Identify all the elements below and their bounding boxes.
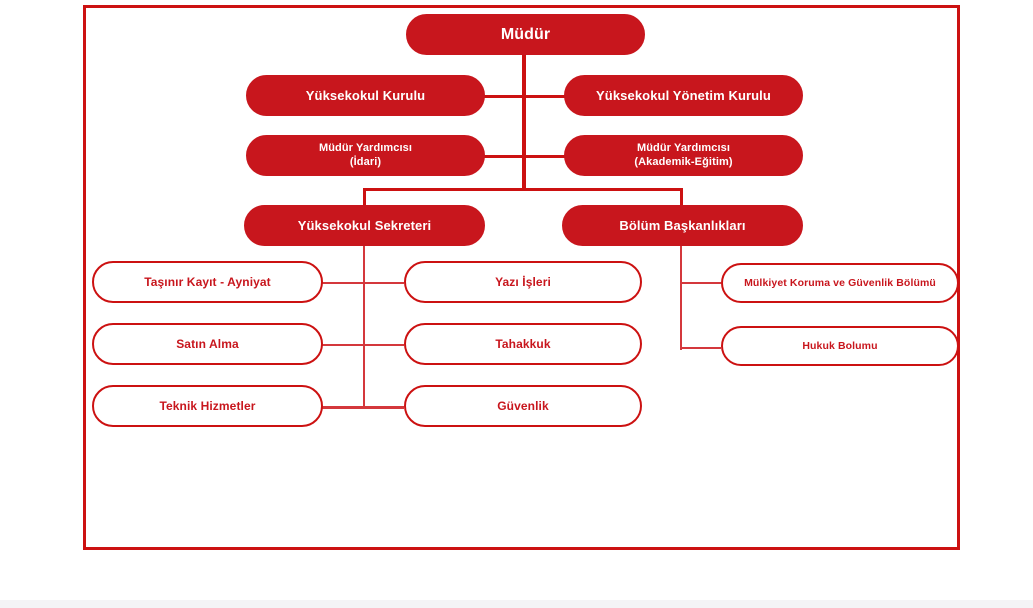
node-teknik-hizmetler-label: Teknik Hizmetler <box>159 398 256 413</box>
node-tahakkuk[interactable]: Tahakkuk <box>404 323 642 365</box>
connector-root-trunk <box>522 50 526 190</box>
node-mudur-label: Müdür <box>500 25 551 43</box>
connector-secretary-to-technical <box>322 406 365 409</box>
bottom-edge-band <box>0 600 1033 608</box>
node-yuksekokul-kurulu[interactable]: Yüksekokul Kurulu <box>246 75 485 116</box>
connector-bar-to-departments <box>680 188 683 206</box>
node-yuksekokul-kurulu-label: Yüksekokul Kurulu <box>305 87 426 103</box>
node-mudur-yardimcisi-akademik-label: Müdür Yardımcısı (Akademik-Eğitim) <box>634 142 733 168</box>
node-mulkiyet-koruma-ve-guvenlik-bolumu-label: Mülkiyet Koruma ve Güvenlik Bölümü <box>744 276 936 289</box>
connector-departments-trunk <box>680 245 682 350</box>
org-chart-frame: Müdür Yüksekokul Kurulu Yüksekokul Yönet… <box>83 5 960 550</box>
node-tasinir-kayit-ayniyat[interactable]: Taşınır Kayıt - Ayniyat <box>92 261 323 303</box>
connector-secretary-to-security <box>364 406 404 409</box>
connector-secretary-to-purchasing <box>322 344 365 346</box>
node-satin-alma-label: Satın Alma <box>176 336 239 351</box>
node-mudur-yardimcisi-idari[interactable]: Müdür Yardımcısı (İdari) <box>246 135 485 176</box>
connector-level4-bar <box>363 188 683 191</box>
node-hukuk-bolumu[interactable]: Hukuk Bolumu <box>721 326 959 366</box>
connector-departments-to-property-security <box>681 282 721 284</box>
connector-root-to-executive-board <box>524 95 566 98</box>
node-bolum-baskanliklari[interactable]: Bölüm Başkanlıkları <box>562 205 803 246</box>
node-yuksekokul-sekreteri[interactable]: Yüksekokul Sekreteri <box>244 205 485 246</box>
node-teknik-hizmetler[interactable]: Teknik Hizmetler <box>92 385 323 427</box>
node-tahakkuk-label: Tahakkuk <box>495 336 551 351</box>
node-yuksekokul-sekreteri-label: Yüksekokul Sekreteri <box>297 217 432 233</box>
connector-root-to-deputy-admin <box>483 155 525 158</box>
node-mudur-yardimcisi-akademik[interactable]: Müdür Yardımcısı (Akademik-Eğitim) <box>564 135 803 176</box>
connector-secretary-trunk <box>363 245 365 409</box>
connector-secretary-to-inventory <box>322 282 365 284</box>
connector-root-to-deputy-academic <box>524 155 566 158</box>
node-yazi-isleri[interactable]: Yazı İşleri <box>404 261 642 303</box>
node-hukuk-bolumu-label: Hukuk Bolumu <box>802 339 878 352</box>
node-satin-alma[interactable]: Satın Alma <box>92 323 323 365</box>
node-yazi-isleri-label: Yazı İşleri <box>495 274 551 289</box>
node-mudur-yardimcisi-idari-label: Müdür Yardımcısı (İdari) <box>318 142 413 168</box>
connector-bar-to-secretary <box>363 188 366 206</box>
connector-secretary-to-accrual <box>364 344 404 346</box>
node-mudur[interactable]: Müdür <box>406 14 645 55</box>
connector-secretary-to-correspondence <box>364 282 404 284</box>
connector-departments-to-law <box>681 347 721 349</box>
node-tasinir-kayit-ayniyat-label: Taşınır Kayıt - Ayniyat <box>144 274 271 289</box>
node-bolum-baskanliklari-label: Bölüm Başkanlıkları <box>619 217 746 233</box>
node-yuksekokul-yonetim-kurulu[interactable]: Yüksekokul Yönetim Kurulu <box>564 75 803 116</box>
node-guvenlik[interactable]: Güvenlik <box>404 385 642 427</box>
node-mulkiyet-koruma-ve-guvenlik-bolumu[interactable]: Mülkiyet Koruma ve Güvenlik Bölümü <box>721 263 959 303</box>
node-yuksekokul-yonetim-kurulu-label: Yüksekokul Yönetim Kurulu <box>596 87 771 103</box>
node-guvenlik-label: Güvenlik <box>497 398 549 413</box>
connector-root-to-council <box>483 95 525 98</box>
